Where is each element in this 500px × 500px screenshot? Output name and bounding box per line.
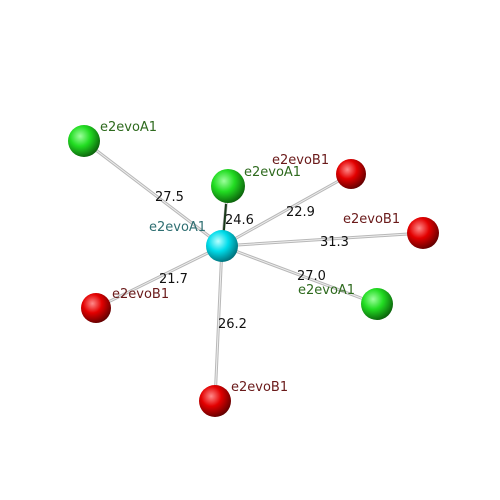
label-layer: e2evoA1 27.5 e2evoA1 24.6 e2evoB1 22.9 e2evoB1… [100, 120, 400, 395]
bond-highlight-4 [221, 232, 424, 247]
distance-label-3: 22.9 [286, 205, 315, 220]
atom-layer [68, 125, 439, 417]
distance-label-2: 24.6 [225, 213, 254, 228]
neighbor-atom-2[interactable] [211, 169, 245, 203]
bond-highlight-1 [83, 140, 223, 247]
bond-layer [82, 139, 425, 403]
neighbor-atom-1[interactable] [68, 125, 100, 157]
neighbor-atom-6[interactable] [81, 293, 111, 323]
neighbor-label-1: e2evoA1 [100, 120, 157, 135]
distance-label-7: 26.2 [218, 317, 247, 332]
neighbor-atom-4[interactable] [407, 217, 439, 249]
center-atom[interactable] [206, 230, 238, 262]
distance-label-4: 31.3 [320, 235, 349, 250]
distance-label-1: 27.5 [155, 190, 184, 205]
neighbor-label-2: e2evoA1 [244, 165, 301, 180]
distance-label-5: 27.0 [297, 269, 326, 284]
neighbor-label-3: e2evoB1 [272, 153, 329, 168]
neighbor-label-6: e2evoB1 [112, 287, 169, 302]
bond-highlight-3 [221, 173, 352, 247]
neighbor-label-4: e2evoB1 [343, 212, 400, 227]
neighbor-atom-5[interactable] [361, 288, 393, 320]
neighbor-label-5: e2evoA1 [298, 283, 355, 298]
bond-highlight-7 [214, 245, 223, 402]
bond-highlight-5 [221, 245, 378, 305]
distance-label-6: 21.7 [159, 272, 188, 287]
neighbor-label-7: e2evoB1 [231, 380, 288, 395]
neighbor-atom-7[interactable] [199, 385, 231, 417]
center-atom-label: e2evoA1 [149, 220, 206, 235]
neighbor-atom-3[interactable] [336, 159, 366, 189]
bond-highlight-6 [95, 245, 223, 309]
